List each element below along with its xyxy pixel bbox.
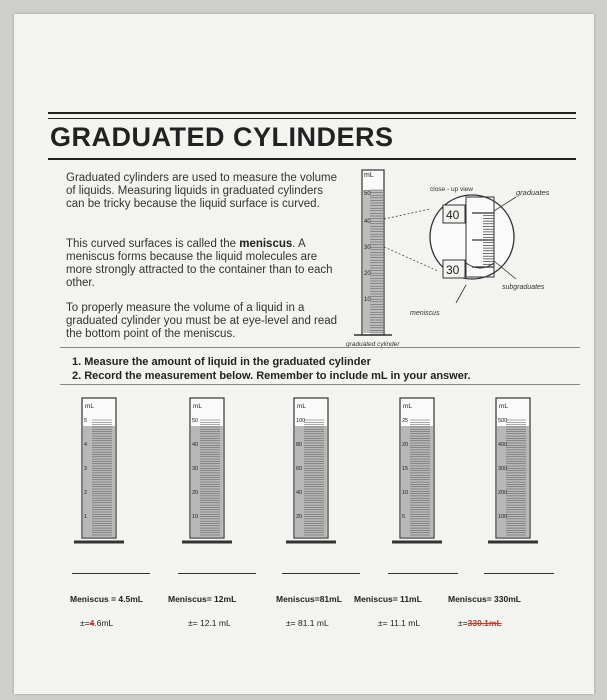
answer-line-2 xyxy=(178,573,256,574)
cylinder-2-unit: mL xyxy=(193,403,202,410)
meniscus-reading-1: Meniscus = 4.5mL xyxy=(70,594,143,604)
meniscus-reading-4: Meniscus= 11mL xyxy=(354,594,422,604)
cylinder-4-unit: mL xyxy=(403,403,412,410)
measurement-cylinder-1: mL 5 4 3 2 1 xyxy=(74,397,124,544)
cylinder-1-scale-label: 4 xyxy=(84,442,87,448)
top-rule xyxy=(48,112,576,114)
cylinder-2-scale-label: 10 xyxy=(192,514,198,520)
answer-line-4 xyxy=(388,573,458,574)
diagram-caption: graduated cylinder xyxy=(346,341,400,348)
meniscus-text-2: . A meniscus forms because the liquid mo… xyxy=(66,238,333,289)
cylinder-4-scale-label: 25 xyxy=(402,418,408,424)
close-up-label: close - up view xyxy=(430,186,473,193)
cylinder-3-scale-label: 20 xyxy=(296,514,302,520)
cylinder-1-scale-label: 3 xyxy=(84,466,87,472)
diagram-unit: mL xyxy=(364,172,374,179)
answer-5-struck: 330.1mL xyxy=(467,618,502,628)
answer-5-prefix: ±= xyxy=(458,618,468,628)
meniscus-reading-3: Meniscus=81mL xyxy=(276,594,342,604)
cylinder-4-scale-label: 10 xyxy=(402,490,408,496)
meniscus-paragraph: This curved surfaces is called the menis… xyxy=(66,238,338,290)
cylinder-1-scale-label: 1 xyxy=(84,514,87,520)
answer-line-5 xyxy=(484,573,554,574)
instruction-1: 1. Measure the amount of liquid in the g… xyxy=(72,356,371,368)
graduates-label: graduates xyxy=(516,188,550,197)
instruction-divider xyxy=(60,384,580,385)
worksheet xyxy=(14,14,594,694)
section-divider xyxy=(60,347,580,348)
reading-paragraph: To properly measure the volume of a liqu… xyxy=(66,302,338,340)
meniscus-reading-2: Meniscus= 12mL xyxy=(168,594,237,604)
answer-1-prefix: ±= xyxy=(80,618,90,628)
cylinder-2-scale-label: 20 xyxy=(192,490,198,496)
cylinder-2-scale-label: 30 xyxy=(192,466,198,472)
cylinder-5-scale-label: 100 xyxy=(498,514,507,520)
cylinder-3-unit: mL xyxy=(297,403,306,410)
close-up-ticks xyxy=(472,212,494,268)
cylinder-3-scale-label: 40 xyxy=(296,490,302,496)
measurement-cylinder-2: mL 50 40 30 20 10 xyxy=(182,397,232,544)
cylinder-1-scale-label: 2 xyxy=(84,490,87,496)
cylinder-1-unit: mL xyxy=(85,403,94,410)
answer-3: ±= 81.1 mL xyxy=(286,618,329,628)
answer-2: ±= 12.1 mL xyxy=(188,618,231,628)
answer-line-3 xyxy=(282,573,360,574)
measurement-cylinder-4: mL 25 20 15 10 5 xyxy=(392,397,442,544)
cylinder-4-scale-label: 15 xyxy=(402,466,408,472)
cylinder-3-scale-label: 80 xyxy=(296,442,302,448)
meniscus-term: meniscus xyxy=(239,238,293,250)
cylinder-2-scale-label: 40 xyxy=(192,442,198,448)
page-title: GRADUATED CYLINDERS xyxy=(50,122,394,152)
diagram-tick-marks xyxy=(370,189,383,334)
cylinder-5-scale-label: 500 xyxy=(498,418,507,424)
measurement-cylinder-3: mL 100 80 60 40 20 xyxy=(286,397,336,544)
answer-4: ±= 11.1 mL xyxy=(378,618,421,628)
diagram-scale-30: 30 xyxy=(364,245,371,251)
cylinder-3-scale-label: 60 xyxy=(296,466,302,472)
cylinder-4-scale-label: 20 xyxy=(402,442,408,448)
cylinder-4-scale-label: 5 xyxy=(402,514,405,520)
subgraduates-label: subgraduates xyxy=(502,284,545,291)
diagram-scale-10: 10 xyxy=(364,297,371,303)
cylinder-5-scale-label: 300 xyxy=(498,466,507,472)
answer-5: ±=330.1mL xyxy=(458,618,502,628)
diagram-scale-40: 40 xyxy=(364,219,371,225)
answer-1-rest: .6mL xyxy=(94,618,114,628)
instruction-2: 2. Record the measurement below. Remembe… xyxy=(72,370,471,382)
cylinder-2-scale-label: 50 xyxy=(192,418,198,424)
cylinder-3-scale-label: 100 xyxy=(296,418,305,424)
cylinder-5-scale-label: 200 xyxy=(498,490,507,496)
intro-paragraph: Graduated cylinders are used to measure … xyxy=(66,172,338,210)
close-up-value-40: 40 xyxy=(446,208,460,222)
top-rule-thin xyxy=(48,118,576,119)
answer-line-1 xyxy=(72,573,150,574)
close-up-value-30: 30 xyxy=(446,263,460,277)
measurement-cylinder-5: mL 500 400 300 200 100 xyxy=(488,397,538,544)
cylinder-5-unit: mL xyxy=(499,403,508,410)
meniscus-label: meniscus xyxy=(410,310,440,317)
cylinder-diagram: mL 50 40 30 20 10 graduated cylinder 40 … xyxy=(346,169,550,348)
diagram-scale-20: 20 xyxy=(364,271,371,277)
meniscus-reading-5: Meniscus= 330mL xyxy=(448,594,521,604)
cylinder-1-scale-label: 5 xyxy=(84,418,87,424)
answer-1-struck: 4 xyxy=(89,618,95,628)
title-underline xyxy=(48,158,576,160)
meniscus-text-1: This curved surfaces is called the xyxy=(66,238,240,250)
cylinder-5-scale-label: 400 xyxy=(498,442,507,448)
diagram-scale-50: 50 xyxy=(364,191,371,197)
cylinders-row: mL 5 4 3 2 1 mL 50 40 30 20 10 mL 100 80 60 40 20 mL 25 20 15… xyxy=(74,397,538,544)
answer-1: ±=4.6mL xyxy=(80,618,113,628)
